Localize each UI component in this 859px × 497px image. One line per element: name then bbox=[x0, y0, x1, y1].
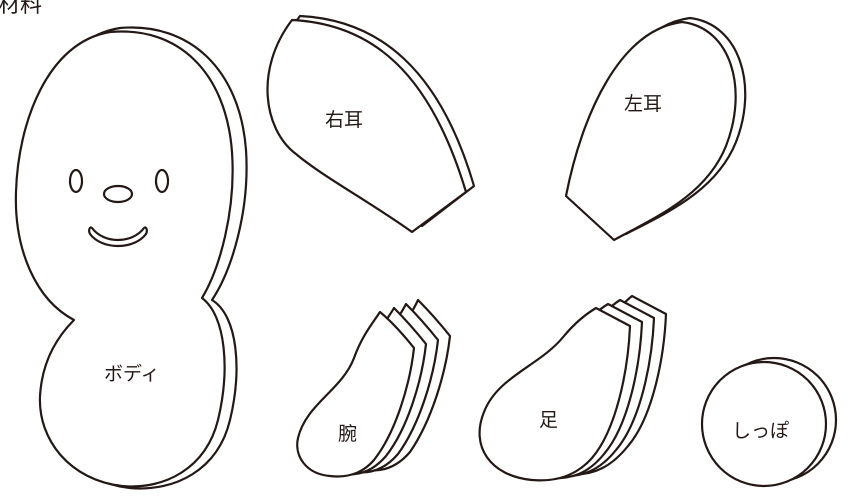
leg-piece: 足 bbox=[478, 294, 668, 482]
nose bbox=[102, 184, 134, 204]
left-eye bbox=[68, 168, 84, 194]
arm-label: 腕 bbox=[338, 423, 357, 445]
leg-layer-1 bbox=[478, 306, 632, 482]
left-ear-label: 左耳 bbox=[624, 93, 662, 115]
arm-layer-1 bbox=[296, 310, 416, 478]
tail-piece: しっぽ bbox=[700, 356, 838, 488]
left-ear-front-layer bbox=[564, 20, 737, 242]
body-label: ボディ bbox=[104, 363, 160, 385]
body-front-layer bbox=[14, 30, 234, 488]
mouth bbox=[88, 226, 148, 247]
right-eye bbox=[154, 168, 170, 194]
diagram-title: 材料 bbox=[0, 0, 42, 18]
leg-label: 足 bbox=[539, 409, 558, 431]
tail-front-layer bbox=[700, 360, 828, 488]
arm-piece: 腕 bbox=[296, 298, 452, 478]
right-ear-front-layer bbox=[266, 18, 468, 234]
tail-label: しっぽ bbox=[732, 420, 789, 442]
body-piece: ボディ bbox=[14, 26, 248, 490]
left-ear-piece: 左耳 bbox=[564, 16, 747, 242]
right-ear-piece: 右耳 bbox=[266, 14, 476, 234]
right-ear-label: 右耳 bbox=[325, 109, 363, 131]
